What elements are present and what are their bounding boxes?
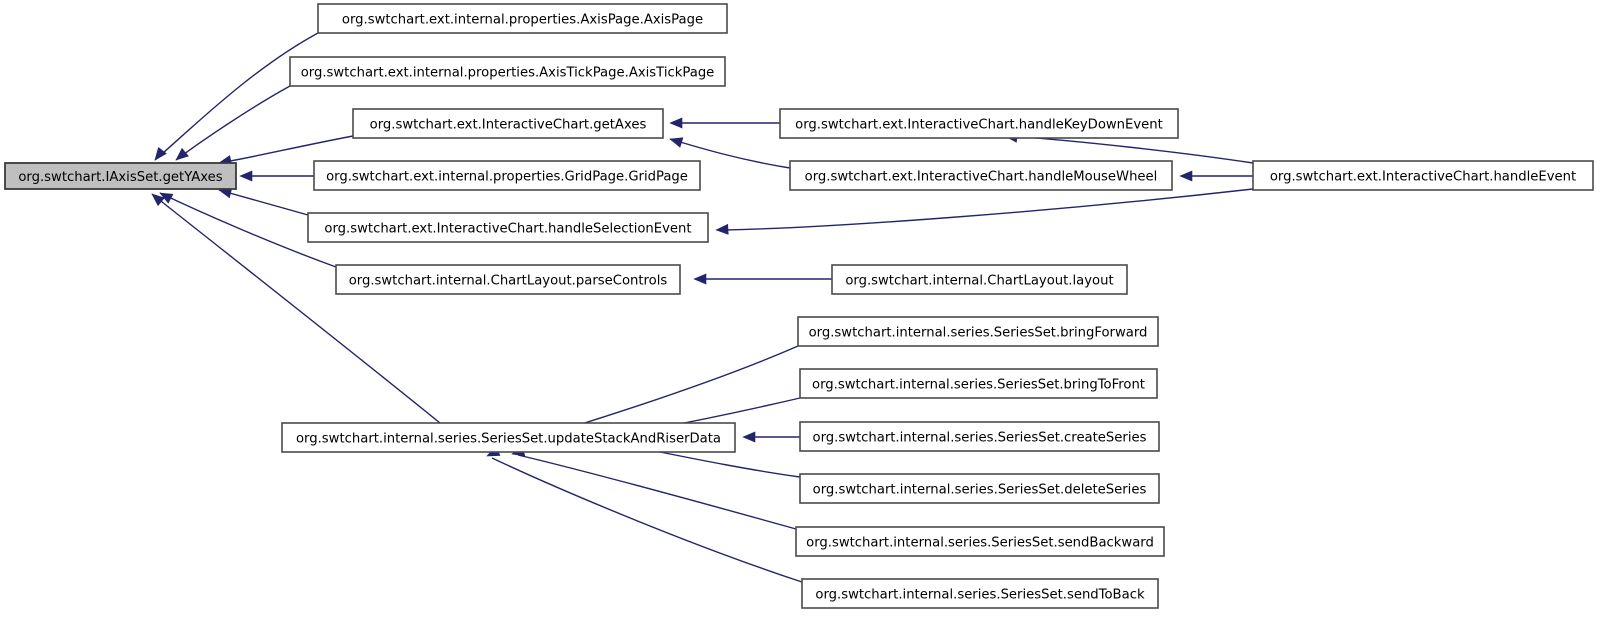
node-box[interactable]	[4, 162, 237, 190]
arrow-head-icon	[669, 117, 683, 129]
node-box[interactable]	[789, 160, 1173, 191]
node-label: org.swtchart.ext.InteractiveChart.getAxe…	[370, 118, 647, 133]
graph-node[interactable]: org.swtchart.internal.series.SeriesSet.u…	[281, 422, 736, 453]
arrow-head-icon	[742, 431, 756, 443]
node-label: org.swtchart.internal.series.SeriesSet.b…	[809, 326, 1148, 341]
graph-node[interactable]: org.swtchart.ext.InteractiveChart.handle…	[1252, 160, 1594, 191]
node-label: org.swtchart.internal.series.SeriesSet.b…	[812, 378, 1145, 393]
node-box[interactable]	[281, 422, 736, 453]
call-edge	[175, 85, 291, 161]
graph-node[interactable]: org.swtchart.internal.series.SeriesSet.b…	[797, 316, 1159, 347]
node-box[interactable]	[799, 473, 1160, 504]
arrow-head-icon	[715, 223, 729, 235]
call-edge	[1179, 170, 1253, 182]
node-box[interactable]	[831, 264, 1128, 295]
nodes-layer: org.swtchart.IAxisSet.getYAxes org.swtcha…	[4, 3, 1594, 609]
node-box[interactable]	[307, 212, 709, 243]
node-box[interactable]	[779, 108, 1179, 139]
call-edge	[693, 273, 832, 285]
graph-node[interactable]: org.swtchart.ext.InteractiveChart.getAxe…	[352, 108, 664, 139]
node-label: org.swtchart.ext.InteractiveChart.handle…	[805, 170, 1158, 185]
node-box[interactable]	[352, 108, 664, 139]
graph-node[interactable]: org.swtchart.internal.series.SeriesSet.s…	[801, 578, 1159, 609]
node-box[interactable]	[795, 526, 1165, 557]
node-label: org.swtchart.internal.ChartLayout.layout	[845, 274, 1113, 289]
graph-node[interactable]: org.swtchart.ext.InteractiveChart.handle…	[789, 160, 1173, 191]
node-label: org.swtchart.internal.series.SeriesSet.s…	[806, 536, 1154, 551]
graph-node[interactable]: org.swtchart.internal.ChartLayout.layout	[831, 264, 1128, 295]
node-box[interactable]	[313, 160, 701, 191]
node-box[interactable]	[799, 368, 1158, 399]
node-label: org.swtchart.ext.internal.properties.Axi…	[342, 13, 703, 28]
call-edge	[715, 188, 1254, 235]
node-label: org.swtchart.ext.InteractiveChart.handle…	[324, 222, 691, 237]
edges-layer	[151, 32, 1254, 583]
graph-node[interactable]: org.swtchart.internal.series.SeriesSet.s…	[795, 526, 1165, 557]
node-box[interactable]	[317, 3, 728, 34]
call-edge	[669, 137, 791, 169]
graph-node[interactable]: org.swtchart.ext.internal.properties.Axi…	[289, 56, 726, 87]
arrow-head-icon	[1179, 170, 1193, 182]
arrow-head-icon	[693, 273, 707, 285]
call-edge	[154, 32, 319, 161]
node-box[interactable]	[335, 264, 681, 295]
graph-node[interactable]: org.swtchart.internal.series.SeriesSet.b…	[799, 368, 1158, 399]
node-label: org.swtchart.ext.internal.properties.Axi…	[301, 66, 715, 81]
call-edge	[486, 445, 803, 583]
arrow-head-icon	[154, 146, 167, 161]
arrow-head-icon	[239, 170, 253, 182]
arrow-head-icon	[669, 137, 684, 148]
call-edge	[669, 117, 780, 129]
node-box[interactable]	[801, 578, 1159, 609]
node-label: org.swtchart.ext.InteractiveChart.handle…	[1270, 170, 1576, 185]
graph-node[interactable]: org.swtchart.internal.series.SeriesSet.c…	[799, 421, 1160, 452]
node-label: org.swtchart.ext.InteractiveChart.handle…	[795, 118, 1163, 133]
graph-node[interactable]: org.swtchart.ext.internal.properties.Axi…	[317, 3, 728, 34]
graph-node[interactable]: org.swtchart.internal.series.SeriesSet.d…	[799, 473, 1160, 504]
node-box[interactable]	[799, 421, 1160, 452]
node-label: org.swtchart.internal.series.SeriesSet.u…	[296, 432, 721, 447]
node-label: org.swtchart.internal.series.SeriesSet.c…	[813, 431, 1147, 446]
node-box[interactable]	[289, 56, 726, 87]
node-label: org.swtchart.ext.internal.properties.Gri…	[326, 170, 688, 185]
arrow-head-icon	[175, 147, 189, 161]
node-box[interactable]	[797, 316, 1159, 347]
node-label: org.swtchart.IAxisSet.getYAxes	[18, 170, 222, 185]
node-box[interactable]	[1252, 160, 1594, 191]
call-edge	[511, 445, 797, 530]
call-edge	[239, 170, 314, 182]
arrow-head-icon	[151, 193, 165, 207]
node-label: org.swtchart.internal.series.SeriesSet.s…	[815, 588, 1145, 603]
call-edge	[742, 431, 800, 443]
graph-node-root[interactable]: org.swtchart.IAxisSet.getYAxes	[4, 162, 237, 190]
graph-node[interactable]: org.swtchart.internal.ChartLayout.parseC…	[335, 264, 681, 295]
graph-node[interactable]: org.swtchart.ext.internal.properties.Gri…	[313, 160, 701, 191]
call-edge	[151, 193, 441, 424]
graph-node[interactable]: org.swtchart.ext.InteractiveChart.handle…	[307, 212, 709, 243]
node-label: org.swtchart.internal.ChartLayout.parseC…	[349, 274, 668, 289]
graph-node[interactable]: org.swtchart.ext.InteractiveChart.handle…	[779, 108, 1179, 139]
node-label: org.swtchart.internal.series.SeriesSet.d…	[813, 483, 1147, 498]
